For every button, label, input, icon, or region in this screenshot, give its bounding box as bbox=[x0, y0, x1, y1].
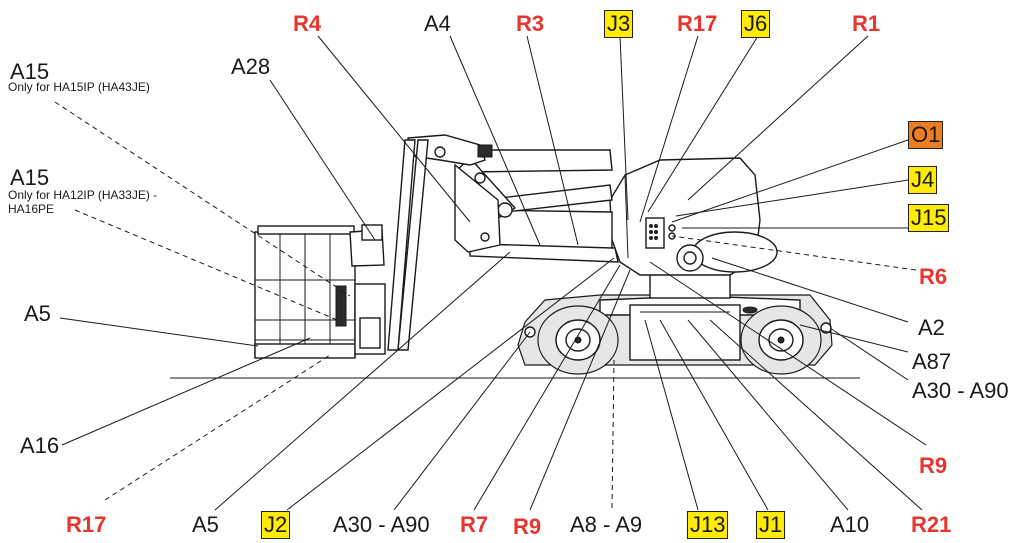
label-r3: R3 bbox=[516, 11, 545, 36]
leader-lines bbox=[54, 35, 927, 511]
boom bbox=[407, 134, 619, 263]
label-r4: R4 bbox=[293, 11, 322, 36]
rear-wheel bbox=[740, 305, 822, 375]
label-r6: R6 bbox=[919, 264, 948, 289]
label-j3: J3 bbox=[604, 10, 634, 38]
note-a15-mid-2: HA16PE bbox=[8, 202, 55, 216]
jib-arm bbox=[387, 139, 446, 351]
label-a10: A10 bbox=[830, 512, 870, 537]
label-a30-a90-right: A30 - A90 bbox=[912, 378, 1009, 403]
label-r1: R1 bbox=[852, 11, 881, 36]
label-r17-bottom: R17 bbox=[66, 512, 107, 537]
front-wheel bbox=[537, 305, 619, 375]
basket bbox=[254, 224, 386, 359]
label-j15: J15 bbox=[908, 204, 950, 232]
label-a8-a9: A8 - A9 bbox=[570, 512, 643, 537]
label-a5-bottom: A5 bbox=[192, 512, 219, 537]
label-r9-right: R9 bbox=[919, 453, 948, 478]
label-a87: A87 bbox=[912, 349, 952, 374]
label-a2: A2 bbox=[918, 315, 945, 340]
note-a15-mid-1: Only for HA12IP (HA33JE) - bbox=[8, 188, 158, 202]
label-j4: J4 bbox=[908, 166, 938, 194]
label-r9-bottom: R9 bbox=[513, 514, 542, 539]
label-j1: J1 bbox=[756, 511, 786, 539]
label-r21: R21 bbox=[911, 512, 952, 537]
label-a15-mid: A15 bbox=[10, 165, 50, 190]
note-a15-top: Only for HA15IP (HA43JE) bbox=[8, 80, 150, 94]
label-a4: A4 bbox=[424, 11, 451, 36]
label-a30-a90-bottom: A30 - A90 bbox=[333, 512, 430, 537]
turret bbox=[609, 157, 778, 299]
label-r7: R7 bbox=[460, 512, 489, 537]
label-a28: A28 bbox=[231, 54, 271, 79]
label-j13: J13 bbox=[687, 511, 729, 539]
label-j2: J2 bbox=[261, 511, 291, 539]
label-a5-left: A5 bbox=[24, 301, 51, 326]
label-a16: A16 bbox=[20, 433, 60, 458]
label-r17-top: R17 bbox=[677, 11, 718, 36]
label-j6: J6 bbox=[741, 10, 771, 38]
label-o1: O1 bbox=[908, 121, 944, 149]
label-a15-top: A15 bbox=[10, 59, 50, 84]
